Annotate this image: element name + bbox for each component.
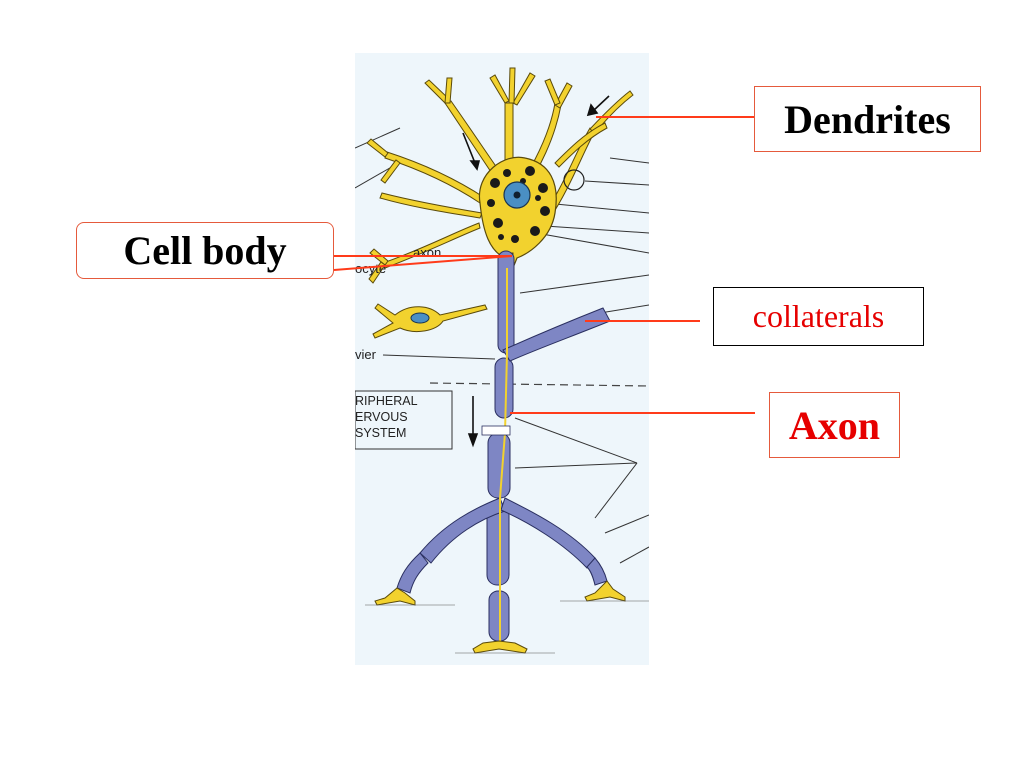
figure-label-pns-2: ERVOUS: [355, 410, 408, 424]
dendrite-target-circle: [563, 169, 585, 191]
label-cell-body: Cell body: [76, 222, 334, 279]
figure-label-pns-1: RIPHERAL: [355, 394, 418, 408]
nodes-of-ranvier: [481, 425, 511, 436]
figure-label-node: vier: [355, 347, 377, 362]
target-tissue: [365, 600, 649, 654]
axon-terminals: [374, 580, 626, 654]
pns-box: [355, 390, 453, 450]
figure-pointer-lines: [355, 127, 649, 564]
direction-arrows: [462, 95, 610, 448]
label-collaterals: collaterals: [713, 287, 924, 346]
figure-label-oligodendrocyte: ocyte: [355, 261, 386, 276]
schwann-cell: [372, 303, 488, 339]
cell-body-leader-2: [333, 255, 513, 271]
axon-myelin: [396, 250, 611, 642]
nucleolus: [513, 191, 521, 199]
nissl-bodies: [487, 166, 550, 243]
neuron-illustration: axon ocyte vier RIPHERAL ERVOUS SYSTEM: [355, 53, 649, 665]
dendrites: [366, 67, 634, 284]
figure-label-pns-3: SYSTEM: [355, 426, 406, 440]
label-axon: Axon: [769, 392, 900, 458]
cns-pns-boundary: [429, 382, 649, 387]
label-dendrites: Dendrites: [754, 86, 981, 152]
